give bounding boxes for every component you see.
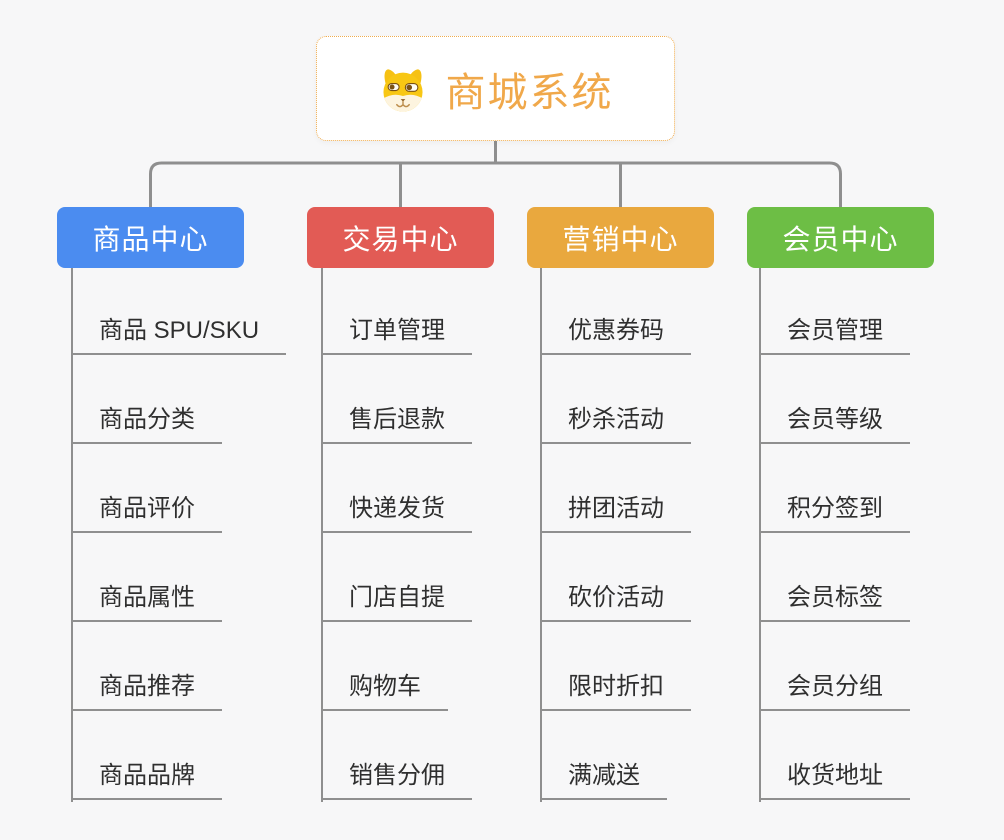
branch-label: 会员中心 (782, 223, 899, 255)
leaf-node[interactable]: 秒杀活动 (540, 404, 691, 444)
leaf-node[interactable]: 购物车 (321, 671, 448, 711)
leaf-node[interactable]: 销售分佣 (321, 760, 472, 800)
leaf-node[interactable]: 商品评价 (71, 493, 222, 533)
leaf-node[interactable]: 优惠券码 (540, 315, 691, 355)
leaf-node[interactable]: 会员管理 (759, 315, 910, 355)
leaf-node[interactable]: 限时折扣 (540, 671, 691, 711)
leaf-node[interactable]: 满减送 (540, 760, 667, 800)
leaf-node[interactable]: 售后退款 (321, 404, 472, 444)
leaf-node[interactable]: 商品属性 (71, 582, 222, 622)
branch-node-marketing-center[interactable]: 营销中心 (527, 207, 714, 268)
branch-label: 交易中心 (342, 223, 459, 255)
branch-node-trade-center[interactable]: 交易中心 (307, 207, 494, 268)
branch-label: 商品中心 (92, 223, 209, 255)
leaf-node[interactable]: 快递发货 (321, 493, 472, 533)
root-node[interactable]: 商城系统 (316, 36, 675, 141)
leaf-node[interactable]: 会员标签 (759, 582, 910, 622)
leaf-node[interactable]: 商品品牌 (71, 760, 222, 800)
leaf-node[interactable]: 会员等级 (759, 404, 910, 444)
branch-node-member-center[interactable]: 会员中心 (747, 207, 934, 268)
branch-bus-line (149, 161, 842, 207)
leaf-node[interactable]: 收货地址 (759, 760, 910, 800)
leaf-node[interactable]: 门店自提 (321, 582, 472, 622)
branch-label: 营销中心 (562, 223, 679, 255)
leaf-node[interactable]: 积分签到 (759, 493, 910, 533)
leaf-node[interactable]: 商品推荐 (71, 671, 222, 711)
branch-node-product-center[interactable]: 商品中心 (57, 207, 244, 268)
leaf-node[interactable]: 商品 SPU/SKU (71, 315, 287, 355)
leaf-node[interactable]: 拼团活动 (540, 493, 691, 533)
doge-icon (382, 68, 423, 112)
root-title: 商城系统 (445, 70, 614, 115)
leaf-node[interactable]: 会员分组 (759, 671, 910, 711)
leaf-node[interactable]: 砍价活动 (540, 582, 691, 622)
leaf-node[interactable]: 商品分类 (71, 404, 222, 444)
leaf-node[interactable]: 订单管理 (321, 315, 472, 355)
